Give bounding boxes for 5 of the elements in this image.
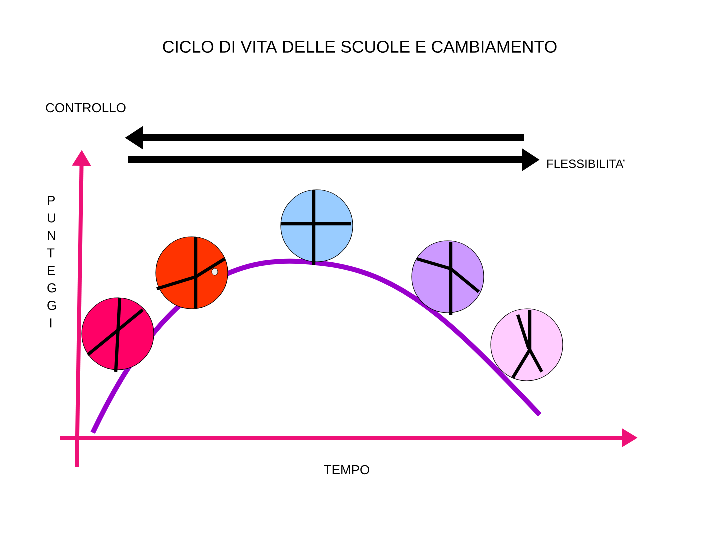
axis-label: TEMPO bbox=[324, 465, 370, 475]
axis-label: P U N T E G G I bbox=[47, 196, 56, 328]
axis-label: FLESSIBILITA’ bbox=[548, 160, 625, 168]
axis-label: CONTROLLO bbox=[46, 103, 126, 113]
title: CICLO DI VITA DELLE SCUOLE E CAMBIAMENTO bbox=[163, 40, 557, 54]
